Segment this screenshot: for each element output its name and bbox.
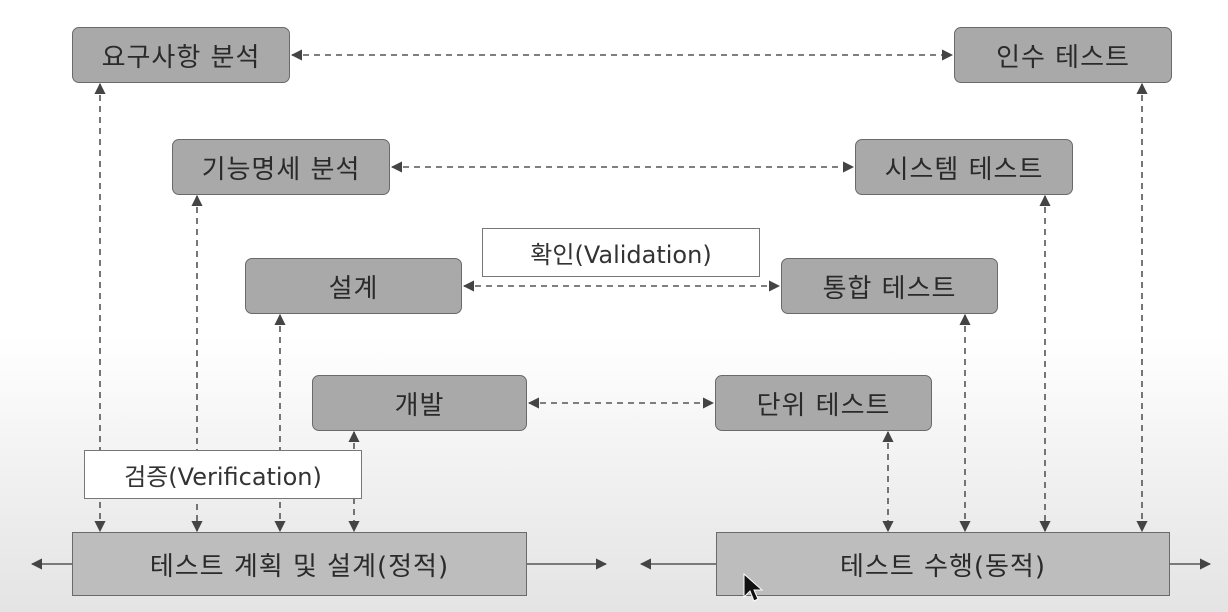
functional-spec-box: 기능명세 분석 xyxy=(172,139,390,195)
design-label: 설계 xyxy=(328,273,379,304)
dynamic-test-bar: 테스트 수행(동적) xyxy=(716,532,1170,596)
development-label: 개발 xyxy=(394,390,445,421)
requirements-analysis-label: 요구사항 분석 xyxy=(101,42,261,73)
functional-spec-label: 기능명세 분석 xyxy=(201,154,361,185)
static-test-label: 테스트 계획 및 설계(정적) xyxy=(149,551,450,582)
verification-text: 검증(Verification) xyxy=(124,463,322,491)
acceptance-test-label: 인수 테스트 xyxy=(996,42,1130,73)
design-box: 설계 xyxy=(245,258,462,314)
dynamic-test-label: 테스트 수행(동적) xyxy=(840,551,1046,582)
validation-label: 확인(Validation) xyxy=(482,228,760,277)
integration-test-box: 통합 테스트 xyxy=(781,258,998,314)
system-test-label: 시스템 테스트 xyxy=(884,154,1044,185)
requirements-analysis-box: 요구사항 분석 xyxy=(72,27,290,83)
integration-test-label: 통합 테스트 xyxy=(822,273,957,304)
validation-text: 확인(Validation) xyxy=(530,241,712,269)
unit-test-box: 단위 테스트 xyxy=(715,375,932,431)
development-box: 개발 xyxy=(312,375,527,431)
verification-label: 검증(Verification) xyxy=(84,450,362,499)
system-test-box: 시스템 테스트 xyxy=(855,139,1073,195)
static-test-bar: 테스트 계획 및 설계(정적) xyxy=(72,532,527,596)
acceptance-test-box: 인수 테스트 xyxy=(954,27,1172,83)
unit-test-label: 단위 테스트 xyxy=(756,390,891,421)
mouse-cursor-icon xyxy=(743,573,764,602)
